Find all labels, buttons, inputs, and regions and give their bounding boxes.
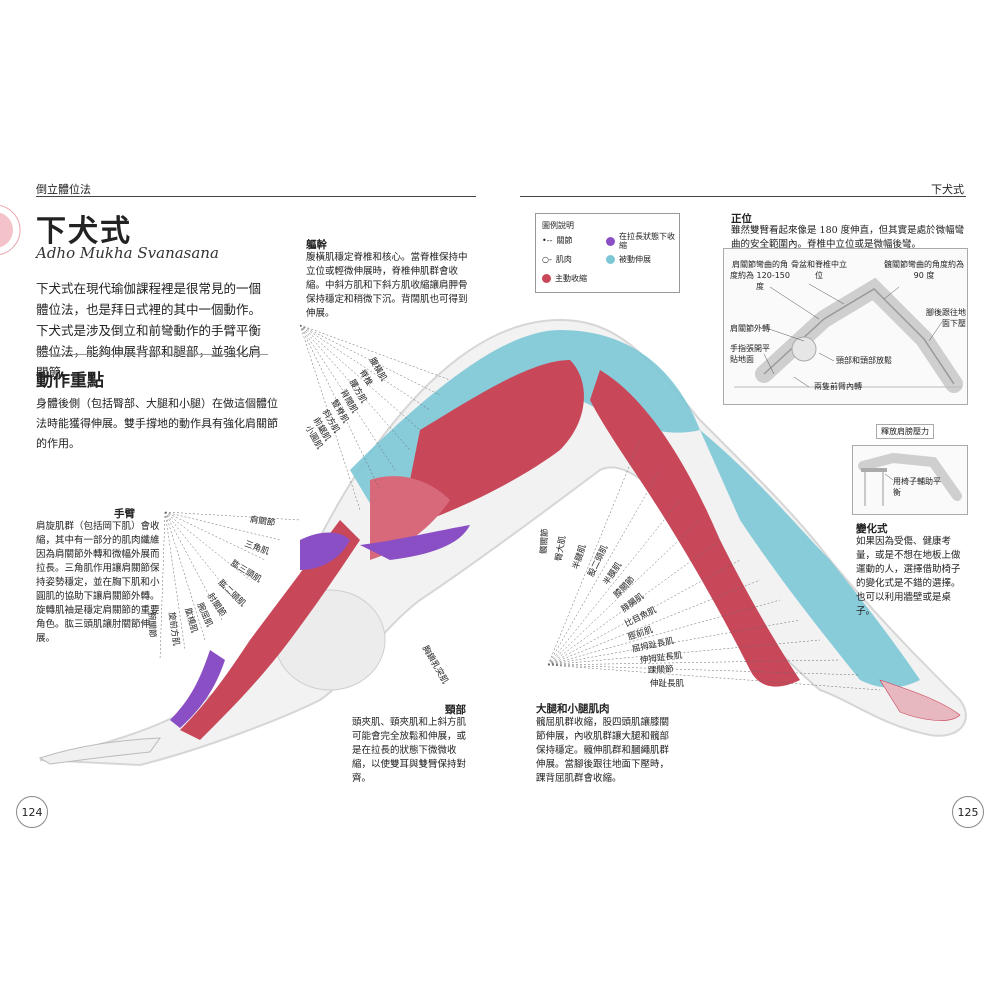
active-dot-icon [542,274,551,283]
section-tag-right: 下犬式 [931,183,964,196]
focus-text: 身體後側（包括臀部、大腿和小腿）在做這個體位法時能獲得伸展。雙手撐地的動作具有強… [36,397,278,450]
correct-heading: 正位 [731,213,752,225]
trunk-text: 腹橫肌穩定脊椎和核心。當脊椎保持中立位或輕微伸展時，脊椎伸肌群會收縮。中斜方肌和… [306,252,468,319]
header-rule-left [36,196,476,197]
correct-label-hands: 手指張開平貼地面 [730,344,770,364]
header-rule-right [520,196,966,197]
correct-label-hip: 肩關節彎曲的角度約為 120-150 度 [730,260,790,291]
variation-chair-label: 用椅子輔助平衡 [893,477,941,497]
chair-figure [858,452,962,506]
trunk-heading: 軀幹 [306,239,327,251]
passive-dot-icon [606,255,615,264]
correct-label-heel: 腳後跟往地面下壓 [926,308,966,328]
arm-label: 腕關節 [146,611,157,638]
correct-label-shoulder: 肩關節外轉 [730,324,770,333]
correct-inset: 肩關節彎曲的角度約為 120-150 度 骨盆和脊椎中立位 髖關節彎曲的角度約為… [723,248,968,405]
variation-caption: 釋放肩膀壓力 [876,424,934,439]
correct-label-neck: 頸部和頭部放鬆 [836,356,892,365]
correct-label-forearm: 兩隻前臂內轉 [814,382,862,391]
section-tag-left: 倒立體位法 [36,183,91,196]
leg-label: 伸趾長肌 [650,679,685,689]
page-number-right: 125 [952,796,984,828]
arm-text: 肩旋肌群（包括岡下肌）會收縮，其中有一部分的肌肉纖維因為肩關節外轉和微幅外展而拉… [36,521,160,644]
legend-item-active: 主動收縮 [542,273,587,284]
legs-text: 髖屈肌群收縮，股四頭肌讓膝關節伸展，內收肌群讓大腿和髖部保持穩定。髖伸肌群和膕繩… [536,717,670,784]
skeleton-figure [734,277,963,393]
variation-heading: 變化式 [856,523,888,535]
legend-item-lengthening: 在拉長狀態下收縮 [606,232,676,250]
lengthening-dot-icon [606,236,615,246]
muscle-line-icon: ○- [542,255,552,264]
leg-label: 踝關節 [647,664,674,676]
neck-text: 頭夾肌、頸夾肌和上斜方肌可能會完全放鬆和伸展，或是在拉長的狀態下微微收縮，以使雙… [352,717,467,784]
joint-icon: •-- [542,236,553,245]
focus-heading: 動作重點 [36,371,104,391]
focus-rule [36,354,268,355]
legs-heading: 大腿和小腿肌肉 [536,703,610,715]
legend-item-passive: 被動伸展 [606,254,651,265]
legend-item-joint: •-- 關節 [542,236,573,245]
variation-text: 如果因為受傷、健康考量，或是不想在地板上做運動的人，選擇借助椅子的變化式是不錯的… [856,536,961,617]
page-subtitle: Adho Mukha Svanasana [36,244,219,262]
intro-text: 下犬式在現代瑜伽課程裡是很常見的一個體位法，也是拜日式裡的其中一個動作。下犬式是… [36,281,262,380]
arm-heading: 手臂 [114,508,135,520]
correct-label-pelvis: 骨盆和脊椎中立位 [791,260,847,280]
correct-text: 雖然雙臂看起來像是 180 度伸直，但其實是處於微幅彎曲的安全範圍內。脊椎中立位… [731,225,965,250]
page-title: 下犬式 [36,214,132,249]
corner-circle-icon [0,205,21,255]
legend-title: 圖例說明 [542,221,574,230]
neck-heading: 頸部 [445,704,466,716]
variation-inset: 用椅子輔助平衡 [852,445,968,515]
page-number-left: 124 [16,796,48,828]
leg-label: 髖關節 [539,528,551,555]
legend-box: 圖例說明 •-- 關節 ○- 肌肉 主動收縮 在拉長狀態下收縮 被動伸展 [535,213,680,293]
legend-item-muscle: ○- 肌肉 [542,255,572,264]
correct-label-knee: 髖關節彎曲的角度約為 90 度 [884,260,964,280]
